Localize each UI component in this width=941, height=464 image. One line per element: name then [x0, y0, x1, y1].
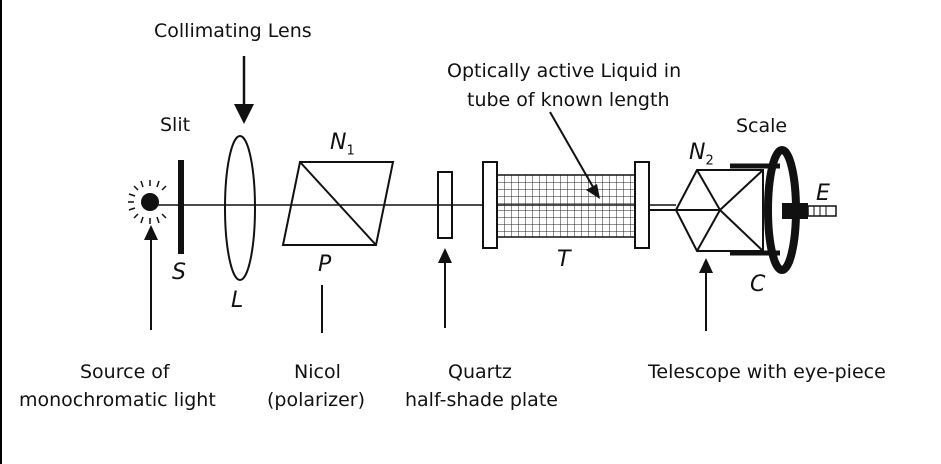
lens-arrow-icon — [234, 56, 254, 124]
optically-active-label-line1: Optically active Liquid in — [447, 60, 682, 82]
eye-piece — [782, 203, 837, 219]
nicol-prism-polarizer — [281, 161, 395, 246]
half-shade-plate — [437, 171, 453, 239]
slit-bar — [178, 160, 184, 254]
collimating-lens — [224, 135, 256, 281]
symbol-P: P — [318, 252, 332, 277]
symbol-N1: N1 — [330, 130, 355, 158]
symbol-S: S — [172, 260, 186, 285]
nicol-label-line1: Nicol — [294, 361, 341, 383]
symbol-N2: N2 — [689, 140, 714, 168]
symbol-C: C — [750, 272, 766, 297]
symbol-N2-sub: 2 — [705, 153, 714, 169]
quartz-label-line1: Quartz — [448, 361, 512, 383]
source-label-line1: Source of — [80, 361, 170, 383]
collimating-lens-label: Collimating Lens — [154, 20, 312, 42]
source-pointer-arrow — [144, 225, 158, 330]
nicol-label-line2: (polarizer) — [267, 389, 365, 411]
symbol-N1-base: N — [330, 130, 347, 155]
source-label-line2: monochromatic light — [19, 389, 216, 411]
liquid-pointer-arrow — [549, 111, 600, 199]
telescope-label: Telescope with eye-piece — [648, 361, 886, 383]
liquid-tube — [482, 161, 650, 249]
slit-label: Slit — [160, 114, 191, 136]
symbol-E: E — [816, 181, 830, 206]
quartz-label-line2: half-shade plate — [405, 389, 558, 411]
symbol-T: T — [557, 247, 571, 272]
symbol-N2-base: N — [689, 140, 706, 165]
telescope-pointer-arrow — [699, 258, 713, 331]
symbol-N1-sub: 1 — [346, 143, 355, 159]
quartz-pointer-arrow — [438, 248, 452, 328]
light-source-icon — [128, 180, 167, 224]
analyser-prism — [649, 169, 764, 252]
optically-active-label-line2: tube of known length — [467, 89, 670, 111]
symbol-L: L — [231, 288, 244, 313]
scale-label: Scale — [736, 115, 788, 137]
